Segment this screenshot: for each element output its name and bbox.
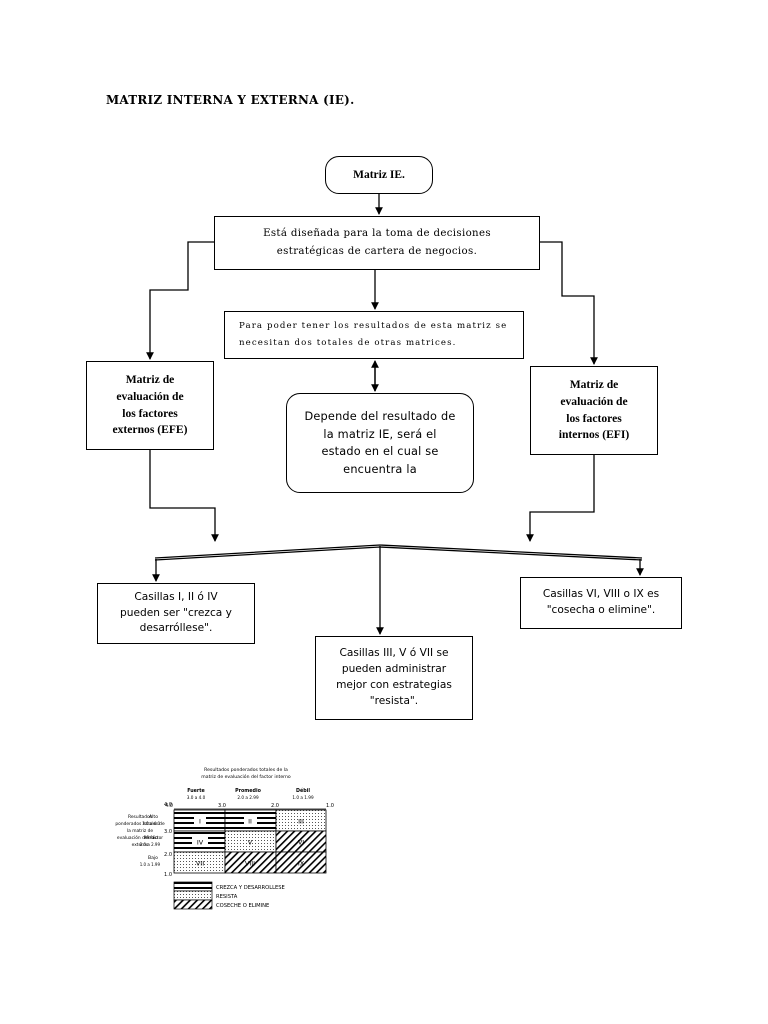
node-matriz-efi[interactable]: Matriz de evaluación de los factores int… [530, 366, 658, 455]
node-matriz-efi-text: Matriz de evaluación de los factores int… [531, 377, 657, 444]
edge-efe-to-fan [149, 450, 219, 543]
chart-legend: CREZCA Y DESARROLLESE RESISTA COSECHE O … [173, 881, 285, 910]
node-matriz-ie-label: Matriz IE. [353, 169, 405, 181]
chart-row-2-range: 1.0 a 1.99 [140, 862, 161, 867]
chart-ytick-2: 2.0 [164, 852, 172, 858]
chart-ytick-3: 1.0 [164, 872, 172, 878]
chart-col-0-name: Fuerte [187, 788, 205, 794]
chart-col-1-range: 2.0 a 2.99 [237, 795, 259, 800]
chart-row-2-name: Bajo [148, 855, 158, 861]
chart-col-1-name: Promedio [235, 788, 262, 794]
chart-cell-label-VIII: VIII [245, 860, 255, 868]
chart-row-1-range: 2.0 a 2.99 [140, 842, 161, 847]
node-casillas-1-text: Casillas I, II ó IV pueden ser "crezca y… [98, 590, 254, 638]
legend-swatch-resista [173, 890, 213, 901]
node-efi-line1: Matriz de [569, 377, 619, 391]
page-title: MATRIZ INTERNA Y EXTERNA (IE). [106, 92, 355, 107]
edge-efi-to-fan [526, 455, 595, 543]
node-efe-line3: los factores [122, 406, 178, 420]
node-para-poder-text: Para poder tener los resultados de esta … [239, 318, 509, 352]
chart-ytick-0: 4.0 [164, 802, 172, 808]
node-depende-line3: estado en el cual se [321, 445, 439, 458]
legend-label-crezca: CREZCA Y DESARROLLESE [216, 885, 285, 891]
chart-cell-label-I: I [199, 818, 201, 826]
chart-cell-labels: I II III IV V VI VII VIII IX [192, 816, 305, 868]
ie-matrix-chart: Resultados ponderados totales de la matr… [108, 762, 358, 917]
node-casillas-3-text: Casillas III, V ó VII se pueden administ… [316, 646, 472, 710]
node-casillas-6-text: Casillas VI, VIII o IX es "cosecha o eli… [521, 587, 681, 619]
chart-xtick-3: 1.0 [326, 803, 334, 809]
node-efe-line4: externos (EFE) [112, 423, 188, 437]
node-para-poder-tener[interactable]: Para poder tener los resultados de esta … [224, 311, 524, 359]
fan-bar-bottom [154, 546, 643, 561]
chart-ylabel-line2: ponderados totales de [115, 821, 165, 827]
chart-xlabel-line1: Resultados ponderados totales de la [204, 767, 288, 773]
node-efe-line2: evaluación de [116, 389, 184, 403]
node-casillas1-line1: Casillas I, II ó IV [134, 590, 218, 603]
chart-ytick-1: 3.0 [164, 829, 172, 835]
chart-ylabel-line3: la matriz de [127, 828, 154, 834]
node-efi-line2: evaluación de [560, 394, 628, 408]
chart-cell-label-VI: VI [298, 839, 304, 847]
legend-label-resista: RESISTA [216, 894, 238, 900]
node-matriz-efe[interactable]: Matriz de evaluación de los factores ext… [86, 361, 214, 450]
node-depende-line1: Depende del resultado de [304, 410, 456, 423]
node-efi-line3: los factores [566, 411, 622, 425]
node-casillas3-line2: pueden administrar [341, 663, 447, 676]
node-disenada-line2: estratégicas de cartera de negocios. [276, 246, 478, 257]
node-casillas1-line3: desarróllese". [139, 622, 213, 635]
node-depende-line2: la matriz IE, será el [323, 427, 437, 441]
chart-xtick-0: 4.0 [165, 803, 173, 809]
legend-swatch-crezca [173, 881, 213, 892]
legend-swatch-coseche [173, 899, 213, 910]
node-matriz-efe-text: Matriz de evaluación de los factores ext… [87, 372, 213, 439]
node-matriz-ie[interactable]: Matriz IE. [325, 156, 433, 194]
node-efi-line4: internos (EFI) [558, 428, 630, 442]
node-casillas-6-8-9[interactable]: Casillas VI, VIII o IX es "cosecha o eli… [520, 577, 682, 629]
legend-label-coseche: COSECHE O ELIMINE [216, 903, 269, 909]
node-casillas-1-2-4[interactable]: Casillas I, II ó IV pueden ser "crezca y… [97, 583, 255, 644]
chart-col-2-range: 1.0 a 1.99 [292, 795, 314, 800]
chart-cell-label-IX: IX [298, 860, 305, 868]
fan-bar-top [154, 544, 643, 559]
chart-row-0-range: 3.0 a 4.0 [142, 821, 160, 826]
chart-ylabel-line5: externo [132, 842, 149, 848]
node-disenada-line1: Está diseñada para la toma de decisiones [263, 228, 491, 240]
node-casillas3-line1: Casillas III, V ó VII se [339, 647, 449, 660]
node-casillas6-line1: Casillas VI, VIII o IX es [542, 588, 660, 601]
chart-xtick-1: 3.0 [218, 803, 226, 809]
chart-ylabel-line1: Resultados [128, 814, 153, 820]
node-depende-line4: encuentra la [343, 462, 417, 476]
chart-col-2-name: Débil [296, 787, 310, 794]
node-disenada-text: Está diseñada para la toma de decisiones… [215, 225, 539, 261]
chart-cell-label-II: II [248, 818, 252, 826]
node-casillas3-line3: mejor con estrategias [336, 679, 452, 691]
node-disenada[interactable]: Está diseñada para la toma de decisiones… [214, 216, 540, 270]
chart-cell-IX[interactable] [275, 851, 327, 874]
chart-ylabel-line4: evaluación del factor [117, 834, 163, 841]
node-casillas3-line4: "resista". [369, 694, 419, 707]
edge-disenada-to-efe [146, 241, 214, 361]
chart-cell-label-VII: VII [196, 860, 204, 868]
chart-row-1-name: Medio [144, 835, 158, 841]
chart-cell-label-III: III [298, 818, 304, 826]
chart-xlabel-line2: matriz de evaluación del factor interno [201, 773, 291, 780]
node-casillas1-line2: pueden ser "crezca y [120, 606, 232, 619]
chart-cells [173, 809, 327, 874]
node-para-poder-line1: Para poder tener los resultados de esta … [239, 321, 508, 332]
node-depende-resultado[interactable]: Depende del resultado de la matriz IE, s… [286, 393, 474, 493]
chart-col-0-range: 3.0 a 4.0 [187, 795, 206, 800]
chart-row-0-name: Alto [149, 814, 158, 820]
node-casillas6-line2: "cosecha o elimine". [546, 604, 656, 616]
node-casillas-3-5-7[interactable]: Casillas III, V ó VII se pueden administ… [315, 636, 473, 720]
chart-cell-label-V: V [248, 839, 253, 847]
node-para-poder-line2: necesitan dos totales de otras matrices. [239, 338, 457, 348]
ie-matrix-svg: Resultados ponderados totales de la matr… [115, 767, 334, 910]
chart-cell-label-IV: IV [197, 839, 204, 847]
node-efe-line1: Matriz de [125, 372, 175, 386]
edge-disenada-to-efi [540, 241, 598, 366]
chart-xtick-2: 2.0 [271, 803, 279, 809]
node-depende-text: Depende del resultado de la matriz IE, s… [287, 408, 473, 478]
